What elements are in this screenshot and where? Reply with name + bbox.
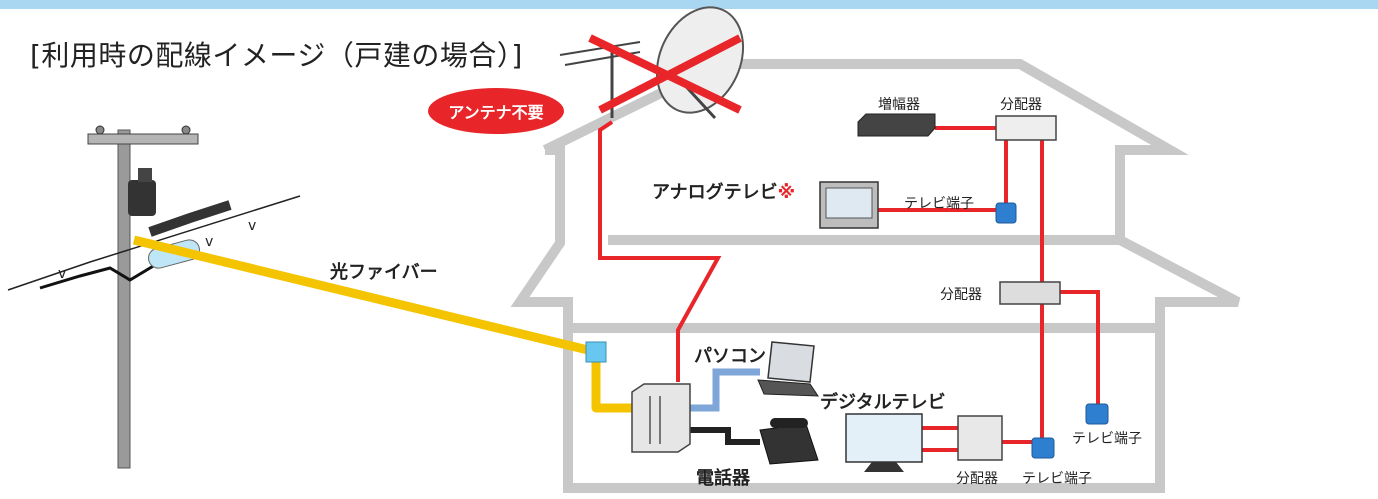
onu-device — [631, 383, 691, 453]
phone-cable — [688, 427, 760, 445]
tv-outlet-right-label: テレビ端子 — [1072, 431, 1142, 447]
lan-cable — [688, 368, 760, 412]
digital-tv-label: デジタルテレビ — [820, 392, 946, 413]
phone-label: 電話器 — [696, 468, 750, 489]
amplifier-device — [857, 113, 936, 137]
fiber-connector — [585, 341, 607, 363]
splitter-mid-label: 分配器 — [940, 287, 982, 303]
tv-outlet-bottom-label: テレビ端子 — [1022, 471, 1092, 487]
splitter-bottom-label: 分配器 — [956, 471, 998, 487]
svg-text:v: v — [248, 218, 256, 234]
house-outline — [510, 59, 1241, 493]
tv-outlet-upper-icon — [995, 202, 1017, 224]
splitter-mid-box — [999, 281, 1061, 305]
laptop-icon — [757, 341, 819, 397]
antenna-and-dish — [559, 6, 745, 120]
antenna-not-needed-badge: アンテナ不要 — [428, 88, 564, 134]
top-accent-bar — [0, 0, 1378, 9]
tv-outlet-upper-label: テレビ端子 — [904, 196, 974, 212]
svg-text:v: v — [205, 234, 213, 250]
splitter-bottom-box — [957, 415, 1003, 461]
telephone-icon — [759, 418, 819, 465]
tv-outlet-bottom-icon — [1031, 437, 1055, 459]
svg-text:v: v — [58, 266, 66, 282]
analog-tv-note-mark: ※ — [777, 182, 796, 203]
pc-label: パソコン — [694, 346, 766, 367]
digital-tv-icon — [845, 413, 923, 472]
analog-tv-label: アナログテレビ※ — [652, 178, 795, 204]
amplifier-label: 増幅器 — [878, 97, 920, 113]
diagram-title: [利用時の配線イメージ（戸建の場合）] — [30, 39, 523, 72]
utility-pole: v v v — [7, 125, 301, 469]
optical-fiber-label: 光ファイバー — [330, 262, 438, 283]
tv-outlet-right-icon — [1085, 403, 1109, 425]
splitter-top-box — [995, 115, 1057, 141]
analog-tv-icon — [819, 181, 879, 229]
optical-fiber-cable — [132, 235, 632, 413]
coax-cables — [598, 120, 1100, 452]
splitter-top-label: 分配器 — [1000, 97, 1042, 113]
analog-tv-text: アナログテレビ — [652, 182, 778, 203]
